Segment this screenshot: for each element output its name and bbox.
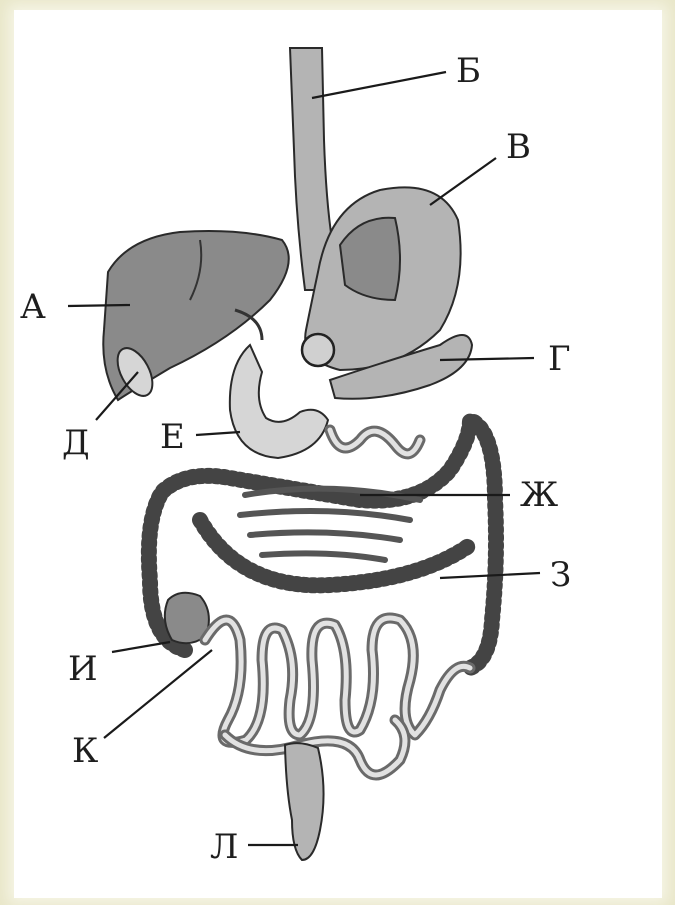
leader-e	[196, 432, 240, 435]
label-d: Д	[62, 423, 90, 463]
leader-v	[430, 158, 496, 205]
label-a: А	[20, 287, 46, 327]
leader-b	[312, 72, 446, 98]
leader-a	[68, 305, 130, 306]
label-b: Б	[456, 51, 481, 91]
pylorus	[302, 334, 334, 366]
label-k: К	[72, 731, 98, 771]
label-i: И	[68, 649, 98, 689]
label-zh: Ж	[520, 475, 558, 515]
ileum-loops	[205, 618, 470, 743]
leader-i	[112, 642, 170, 652]
label-z: З	[550, 555, 571, 595]
label-e: Е	[160, 417, 185, 457]
label-v: В	[506, 127, 531, 167]
rectum	[285, 743, 324, 860]
label-g: Г	[548, 339, 571, 379]
leader-k	[104, 650, 212, 738]
label-l: Л	[210, 827, 238, 867]
